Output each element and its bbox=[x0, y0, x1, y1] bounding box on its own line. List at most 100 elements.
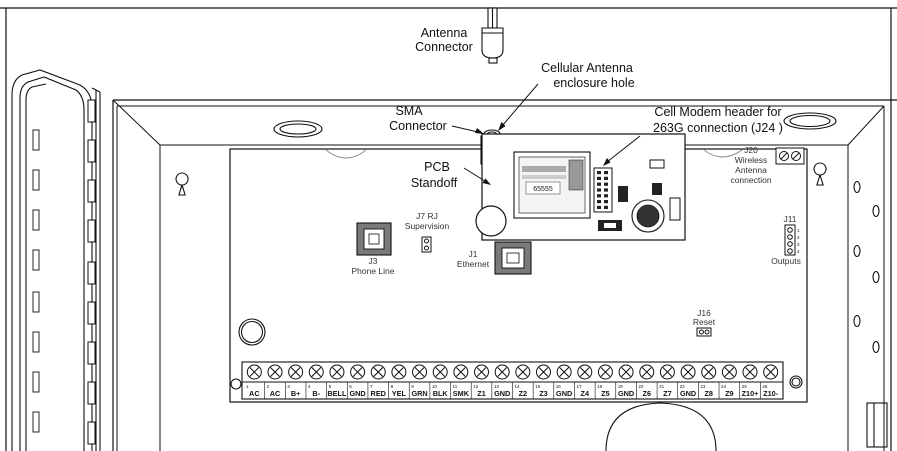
terminal-screw bbox=[577, 364, 593, 380]
terminal-label: Z8 bbox=[704, 389, 713, 398]
terminal-number: 15 bbox=[535, 384, 541, 389]
door-slot bbox=[32, 249, 40, 271]
header-pin bbox=[597, 200, 601, 204]
j11-pin-2: 2 bbox=[797, 235, 800, 240]
j11-label: J11 bbox=[783, 214, 796, 224]
terminal-number: 22 bbox=[680, 384, 686, 389]
terminal-number: 9 bbox=[411, 384, 414, 389]
door-slot bbox=[87, 99, 96, 123]
j7-label-2: Supervision bbox=[405, 221, 450, 231]
j20-label-3: Antenna bbox=[735, 165, 767, 175]
modem-header-label-1: Cell Modem header for bbox=[654, 105, 781, 119]
header-pin bbox=[597, 171, 601, 175]
label-j16: J16 Reset bbox=[693, 308, 716, 327]
keyhole-mounts bbox=[175, 162, 827, 196]
terminal-label: GRN bbox=[411, 389, 427, 398]
j1-label-2: Ethernet bbox=[457, 259, 490, 269]
terminal-number: 1 bbox=[246, 384, 249, 389]
door-slot bbox=[87, 261, 96, 285]
terminal-label: GND bbox=[556, 389, 572, 398]
terminal-number: 26 bbox=[762, 384, 768, 389]
terminal-screw bbox=[639, 364, 655, 380]
terminal-label: Z1 bbox=[477, 389, 486, 398]
header-pin bbox=[604, 176, 608, 180]
terminal-label: Z3 bbox=[539, 389, 548, 398]
antenna-connector bbox=[481, 7, 504, 64]
callout-pcb-standoff: PCB Standoff bbox=[411, 160, 491, 190]
terminal-screw bbox=[659, 364, 675, 380]
terminal-screw bbox=[391, 364, 407, 380]
terminal-screw bbox=[453, 364, 469, 380]
sma-label-1: SMA bbox=[395, 104, 423, 118]
terminal-number: 19 bbox=[618, 384, 624, 389]
terminal-screw bbox=[308, 364, 324, 380]
terminal-label: GND bbox=[618, 389, 634, 398]
terminal-number: 13 bbox=[494, 384, 500, 389]
terminal-strip: 1AC2AC3B+4B-5BELL6GND7RED8YEL9GRN10BLK11… bbox=[241, 361, 784, 400]
chip-label: 65555 bbox=[533, 186, 553, 193]
terminal-number: 3 bbox=[287, 384, 290, 389]
terminal-screw bbox=[597, 364, 613, 380]
door-slot bbox=[32, 331, 40, 353]
terminal-screw bbox=[701, 364, 717, 380]
label-j3: J3 Phone Line bbox=[351, 256, 394, 276]
terminal-label: BELL bbox=[327, 389, 347, 398]
terminal-label: Z9 bbox=[725, 389, 734, 398]
terminal-label: GND bbox=[349, 389, 365, 398]
terminal-number: 14 bbox=[515, 384, 521, 389]
j11-pin-4: 4 bbox=[797, 249, 800, 254]
terminal-number: 12 bbox=[473, 384, 479, 389]
cellular-hole-label-2: enclosure hole bbox=[553, 76, 634, 90]
j1-label-1: J1 bbox=[469, 249, 478, 259]
j3-phone-jack bbox=[356, 222, 392, 256]
label-j20: J20 Wireless Antenna connection bbox=[730, 145, 771, 185]
door-slot bbox=[32, 371, 40, 393]
terminal-number: 25 bbox=[742, 384, 748, 389]
door-slot bbox=[87, 301, 96, 325]
bottom-knockout bbox=[605, 402, 717, 451]
terminal-number: 11 bbox=[453, 384, 458, 389]
terminal-screw bbox=[742, 364, 758, 380]
terminal-label: Z6 bbox=[642, 389, 651, 398]
callout-sma-connector: SMA Connector bbox=[389, 104, 484, 134]
terminal-number: 5 bbox=[329, 384, 332, 389]
header-pin bbox=[604, 171, 608, 175]
terminal-number: 10 bbox=[432, 384, 438, 389]
terminal-label: Z2 bbox=[519, 389, 528, 398]
j11-pin-3: 3 bbox=[797, 242, 800, 247]
terminal-number: 2 bbox=[267, 384, 270, 389]
terminal-screw bbox=[535, 364, 551, 380]
terminal-label: Z10- bbox=[763, 389, 779, 398]
door-slots bbox=[32, 99, 96, 445]
terminal-label: Z4 bbox=[581, 389, 590, 398]
header-pin bbox=[597, 176, 601, 180]
terminal-number: 4 bbox=[308, 384, 311, 389]
door-slot bbox=[87, 139, 96, 163]
terminal-label: Z5 bbox=[601, 389, 610, 398]
j11-outputs-header bbox=[784, 224, 796, 256]
j3-label-1: J3 bbox=[369, 256, 378, 266]
cellular-hole-label-1: Cellular Antenna bbox=[541, 61, 633, 75]
header-pin bbox=[604, 182, 608, 186]
callout-cell-modem-header: Cell Modem header for 263G connection (J… bbox=[603, 105, 783, 166]
header-pin bbox=[604, 188, 608, 192]
terminal-number: 18 bbox=[597, 384, 603, 389]
antenna-connector-label-1: Antenna bbox=[421, 26, 468, 40]
header-pin bbox=[597, 205, 601, 209]
terminal-label: AC bbox=[249, 389, 260, 398]
j20-label-4: connection bbox=[730, 175, 771, 185]
terminal-number: 24 bbox=[721, 384, 727, 389]
enclosure-door bbox=[11, 69, 101, 451]
header-pin bbox=[604, 205, 608, 209]
j24-header-pins bbox=[597, 171, 608, 209]
terminal-screw bbox=[350, 364, 366, 380]
terminal-screw bbox=[556, 364, 572, 380]
terminal-label: B- bbox=[312, 389, 320, 398]
sma-label-2: Connector bbox=[389, 119, 447, 133]
terminal-number: 20 bbox=[638, 384, 644, 389]
terminal-label: BLK bbox=[433, 389, 449, 398]
terminal-label: B+ bbox=[291, 389, 301, 398]
terminal-screw bbox=[267, 364, 283, 380]
